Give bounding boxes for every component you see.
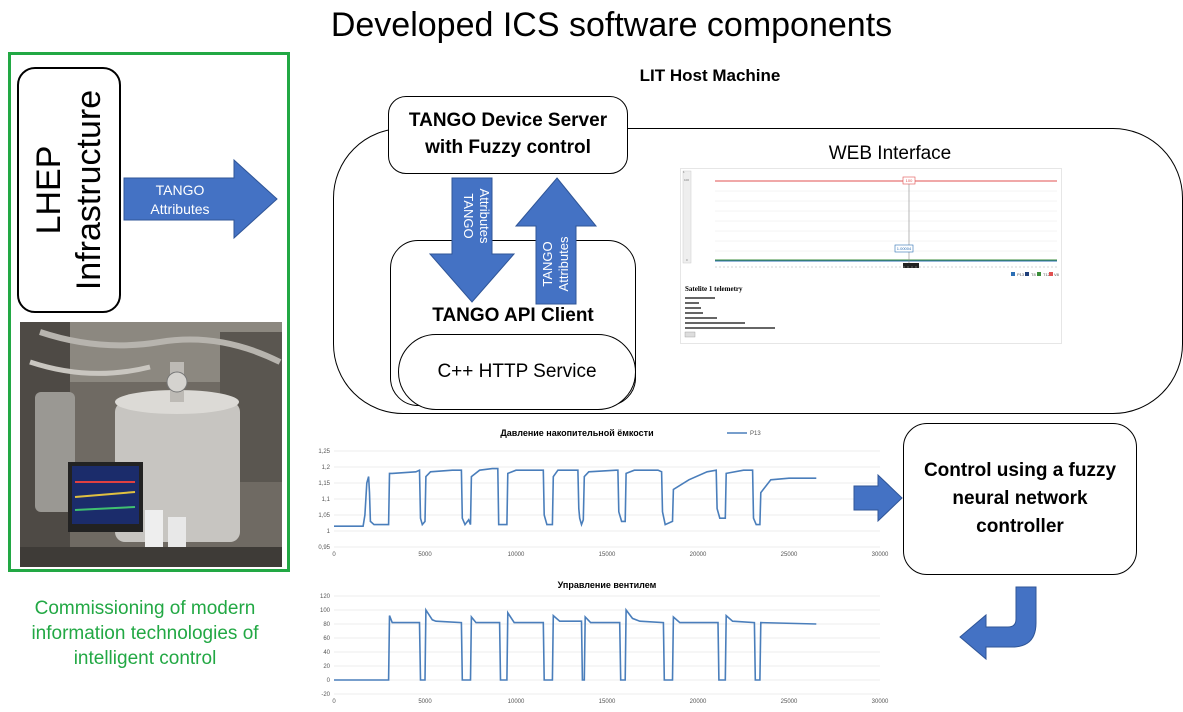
y-tick-0-0: 0,95 — [318, 545, 330, 551]
web-legend-p13: P13 — [1017, 272, 1025, 277]
down-arrow-label-2: Attributes — [477, 189, 492, 244]
up-arrow-shape — [514, 177, 598, 305]
x-tick-0-2: 10000 — [508, 552, 525, 558]
y-tick-1-6: 100 — [320, 608, 331, 614]
svg-text:1: 1 — [683, 170, 685, 174]
x-tick-0-0: 0 — [332, 552, 336, 558]
pressure-chart: Давление накопительной ёмкости P13 0,95 1 1,… — [318, 428, 889, 558]
commissioning-caption: Commissioning of modern information tech… — [0, 596, 290, 671]
down-arrow-shape — [428, 177, 516, 303]
x-tick-0-1: 5000 — [418, 552, 432, 558]
page-title: Developed ICS software components — [330, 6, 893, 44]
y-tick-1-7: 120 — [320, 594, 331, 600]
series-line-0 — [334, 467, 817, 528]
x-tick-1-3: 15000 — [599, 699, 616, 705]
return-arrow-shape — [959, 586, 1037, 661]
x-tick-0-6: 30000 — [872, 552, 889, 558]
web-interface-screenshot: 100 1.00004 1 100 0 P13 T8 T12 V8 Satelite… — [680, 168, 1062, 344]
controller-line1: Control using a fuzzy — [923, 460, 1117, 481]
y-tick-1-5: 80 — [323, 622, 330, 628]
x-tick-0-5: 25000 — [781, 552, 798, 558]
web-interface-label: WEB Interface — [828, 143, 952, 164]
caption-line2: information technologies of — [31, 623, 259, 644]
x-tick-1-5: 25000 — [781, 699, 798, 705]
lhep-infrastructure-box: LHEP Infrastructure — [17, 67, 121, 313]
right-arrow-label-1: TANGO — [156, 182, 205, 198]
svg-text:0: 0 — [686, 258, 688, 262]
right-arrow-label-2: Attributes — [150, 201, 209, 217]
to-controller-arrow — [853, 473, 903, 523]
device-server-line1: TANGO Device Server — [408, 110, 608, 131]
y-tick-0-4: 1,15 — [318, 481, 330, 487]
lhep-frame — [8, 52, 290, 572]
lhep-label: LHEP Infrastructure — [29, 90, 109, 290]
x-tick-1-0: 0 — [332, 699, 336, 705]
svg-text:100: 100 — [684, 178, 689, 182]
web-interface-chart: 100 1.00004 1 100 0 P13 T8 T12 V8 Satelite… — [682, 170, 1060, 338]
return-arrow — [959, 586, 1037, 661]
web-telemetry-title: Satelite 1 telemetry — [685, 285, 743, 293]
caption-line3: intelligent control — [73, 648, 217, 669]
tango-attributes-right-arrow: TANGO Attributes — [123, 158, 278, 240]
chart-title-0: Давление накопительной ёмкости — [500, 428, 653, 438]
y-tick-1-4: 60 — [323, 636, 330, 642]
controller-line2: neural network — [952, 488, 1088, 509]
series-line-1 — [334, 607, 817, 681]
legend-label-0: P13 — [750, 431, 761, 437]
fuzzy-controller-box: Control using a fuzzy neural network con… — [903, 423, 1137, 575]
down-arrow-label-1: TANGO — [461, 193, 476, 238]
y-tick-0-2: 1,05 — [318, 513, 330, 519]
lhep-label-line2: Infrastructure — [70, 89, 108, 291]
x-tick-0-3: 15000 — [599, 552, 616, 558]
up-arrow-label-2: Attributes — [556, 236, 571, 291]
up-arrow-label-1: TANGO — [540, 241, 555, 286]
y-tick-0-5: 1,2 — [322, 465, 331, 471]
http-service-box — [398, 334, 636, 410]
device-server-line2: with Fuzzy control — [425, 137, 591, 158]
y-tick-1-0: -20 — [321, 692, 330, 698]
tango-device-server-box: TANGO Device Server with Fuzzy control — [388, 96, 628, 174]
caption-line1: Commissioning of modern — [34, 598, 256, 619]
web-marker-value: 1.00004 — [897, 246, 912, 251]
y-tick-1-1: 0 — [327, 678, 331, 684]
y-tick-1-2: 20 — [323, 664, 330, 670]
to-controller-arrow-shape — [853, 473, 903, 523]
right-arrow-shape — [123, 158, 278, 240]
x-tick-1-4: 20000 — [690, 699, 707, 705]
vertical-arrows: TANGO Attributes TANGO Attributes — [428, 177, 598, 305]
web-top-marker: 100 — [906, 178, 913, 183]
lhep-label-line1: LHEP — [30, 145, 68, 235]
tango-api-client-label: TANGO API Client — [432, 305, 594, 326]
y-tick-0-6: 1,25 — [318, 449, 330, 455]
x-tick-1-6: 30000 — [872, 699, 889, 705]
chart-title-1: Управление вентилем — [558, 580, 657, 590]
x-tick-1-2: 10000 — [508, 699, 525, 705]
lit-host-title: LIT Host Machine — [639, 66, 781, 85]
web-legend-t12: T12 — [1043, 272, 1051, 277]
web-legend: P13 T8 T12 V8 — [1011, 272, 1060, 277]
lab-equipment-photo — [20, 322, 282, 567]
x-tick-1-1: 5000 — [418, 699, 432, 705]
y-tick-0-3: 1,1 — [322, 497, 331, 503]
x-tick-0-4: 20000 — [690, 552, 707, 558]
http-service-label: C++ HTTP Service — [437, 361, 597, 382]
y-tick-0-1: 1 — [327, 529, 331, 535]
web-legend-v8: V8 — [1054, 272, 1060, 277]
y-tick-1-3: 40 — [323, 650, 330, 656]
controller-line3: controller — [976, 516, 1064, 537]
web-legend-t8: T8 — [1031, 272, 1036, 277]
